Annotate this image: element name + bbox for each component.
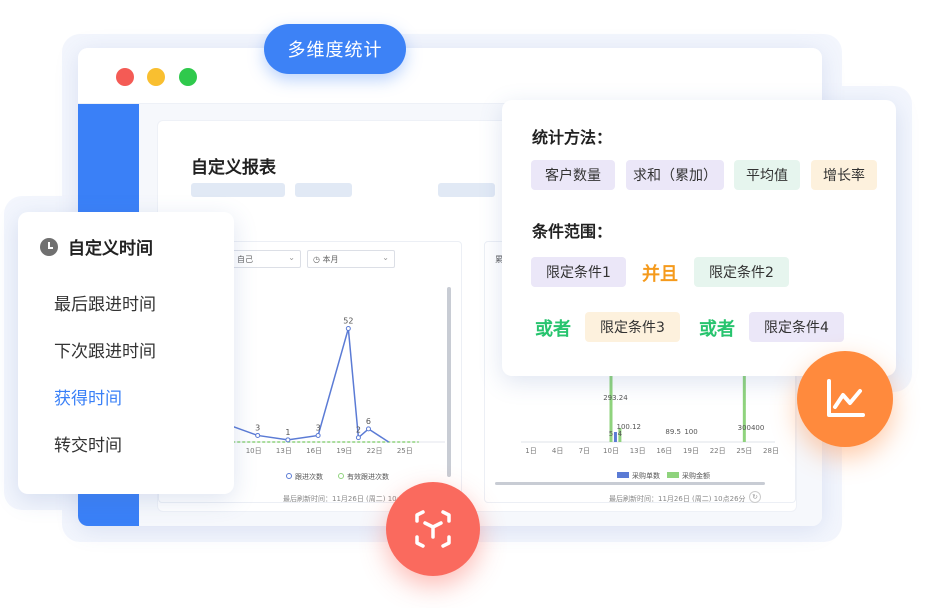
- x-tick-label: 16日: [306, 447, 322, 455]
- clock-icon: [40, 237, 58, 256]
- data-label: 4: [618, 430, 623, 438]
- chart-scrollbar[interactable]: [447, 287, 451, 477]
- right-chart-footnote: 最后刷新时间：11月26日 (周二) 10点26分: [609, 495, 746, 503]
- method-tag-sum[interactable]: 求和（累加）: [626, 160, 724, 190]
- data-label: 6: [366, 417, 371, 426]
- custom-time-title: 自定义时间: [68, 239, 153, 259]
- trend-chart-button[interactable]: [797, 351, 893, 447]
- window-titlebar: [78, 48, 822, 104]
- x-tick-label: 4日: [552, 447, 563, 455]
- condition-tag-2[interactable]: 限定条件2: [694, 257, 789, 287]
- method-title: 统计方法：: [532, 128, 613, 147]
- calendar-icon: ◷: [313, 255, 323, 264]
- data-label: 400: [751, 424, 764, 432]
- method-tag-growth[interactable]: 增长率: [811, 160, 877, 190]
- data-label: 100: [684, 428, 697, 436]
- data-label: 2: [356, 426, 361, 435]
- method-tag-average[interactable]: 平均值: [734, 160, 800, 190]
- skeleton-bar: [295, 183, 352, 197]
- cube-dimension-button[interactable]: [386, 482, 480, 576]
- x-tick-label: 13日: [630, 447, 646, 455]
- data-label: 100.12: [617, 423, 642, 431]
- chevron-down-icon: ⌄: [382, 253, 389, 262]
- time-option-last-followup[interactable]: 最后跟进时间: [54, 295, 156, 315]
- legend-swatch: [617, 472, 629, 478]
- statistics-card: 统计方法： 客户数量 求和（累加） 平均值 增长率 条件范围： 限定条件1 并且…: [502, 100, 896, 376]
- data-label: 3: [255, 423, 260, 432]
- legend-label: 采购金额: [682, 471, 710, 480]
- line-chart-icon: [827, 379, 865, 417]
- data-point: [315, 432, 321, 438]
- x-tick-label: 13日: [276, 447, 292, 455]
- data-point: [285, 437, 291, 443]
- x-tick-label: 22日: [710, 447, 726, 455]
- legend-swatch: [667, 472, 679, 478]
- time-option-transferred[interactable]: 转交时间: [54, 436, 122, 456]
- bar: [609, 362, 613, 442]
- x-tick-label: 1日: [525, 447, 536, 455]
- skeleton-bar: [191, 183, 285, 197]
- multi-dimension-badge: 多维度统计: [264, 24, 406, 74]
- x-tick-label: 22日: [367, 447, 383, 455]
- condition-tag-3[interactable]: 限定条件3: [585, 312, 680, 342]
- custom-time-card: 自定义时间 最后跟进时间 下次跟进时间 获得时间 转交时间: [18, 212, 234, 494]
- legend-label: 跟进次数: [295, 472, 323, 481]
- method-tag-count[interactable]: 客户数量: [531, 160, 615, 190]
- x-tick-label: 25日: [736, 447, 752, 455]
- owner-dropdown-value: 自己: [237, 255, 253, 264]
- legend-swatch: [338, 473, 344, 479]
- or-operator: 或者: [535, 319, 571, 340]
- x-tick-label: 19日: [336, 447, 352, 455]
- bar: [613, 432, 617, 442]
- x-tick-label: 19日: [683, 447, 699, 455]
- custom-time-header: 自定义时间: [40, 234, 153, 259]
- legend-label: 采购单数: [632, 471, 660, 480]
- period-dropdown[interactable]: ◷ 本月 ⌄: [307, 250, 395, 268]
- time-option-next-followup[interactable]: 下次跟进时间: [54, 342, 156, 362]
- skeleton-bar: [438, 183, 495, 197]
- range-title: 条件范围：: [532, 222, 613, 241]
- or-operator: 或者: [699, 319, 735, 340]
- bar: [742, 352, 746, 442]
- and-operator: 并且: [642, 264, 678, 285]
- chart-scrollbar[interactable]: [495, 482, 765, 485]
- x-tick-label: 16日: [656, 447, 672, 455]
- close-window-button[interactable]: [116, 68, 134, 86]
- data-point: [345, 326, 351, 332]
- data-label: 3: [316, 423, 321, 432]
- data-point: [355, 435, 361, 441]
- legend-label: 有效跟进次数: [347, 472, 389, 481]
- x-tick-label: 7日: [579, 447, 590, 455]
- data-label: 5: [609, 430, 613, 438]
- x-tick-label: 10日: [246, 447, 262, 455]
- report-title: 自定义报表: [191, 158, 276, 178]
- x-tick-label: 25日: [397, 447, 413, 455]
- legend-swatch: [286, 473, 292, 479]
- data-label: 300: [738, 424, 751, 432]
- minimize-window-button[interactable]: [147, 68, 165, 86]
- x-tick-label: 28日: [763, 447, 779, 455]
- x-tick-label: 10日: [603, 447, 619, 455]
- maximize-window-button[interactable]: [179, 68, 197, 86]
- cube-icon: [415, 510, 451, 548]
- data-label: 1: [285, 428, 290, 437]
- data-label: 293.24: [603, 394, 628, 402]
- time-option-acquired[interactable]: 获得时间: [54, 389, 122, 409]
- condition-tag-1[interactable]: 限定条件1: [531, 257, 626, 287]
- right-chart-dropdown-prefix: 累: [495, 255, 503, 264]
- chevron-down-icon: ⌄: [288, 253, 295, 262]
- period-dropdown-value: 本月: [322, 255, 339, 264]
- refresh-icon[interactable]: ↻: [749, 491, 761, 503]
- data-point: [365, 426, 371, 432]
- data-point: [255, 432, 261, 438]
- bar: [618, 428, 622, 442]
- data-label: 52: [343, 317, 353, 326]
- left-chart-footnote: 最后刷新时间：11月26日 (周二) 10:: [283, 495, 399, 503]
- data-label: 89.5: [665, 428, 681, 436]
- condition-tag-4[interactable]: 限定条件4: [749, 312, 844, 342]
